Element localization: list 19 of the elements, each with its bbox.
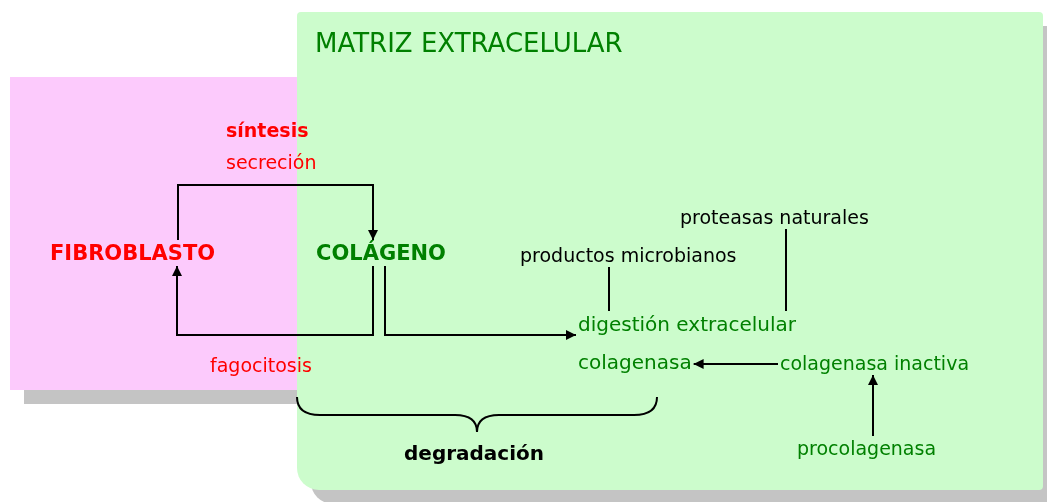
- arrow: [384, 265, 577, 340]
- term-label: colagenasa inactiva: [778, 351, 972, 375]
- key-term: FIBROBLASTO: [48, 240, 218, 266]
- key-term: COLÁGENO: [314, 240, 448, 266]
- term-label: productos microbianos: [518, 243, 739, 267]
- region-title: MATRIZ EXTRACELULAR: [315, 28, 623, 58]
- edge-label: síntesis secreción: [226, 118, 317, 175]
- group-label: degradación: [404, 441, 545, 465]
- term-label: digestión extracelular: [576, 311, 799, 337]
- term-label: procolagenasa: [795, 436, 939, 460]
- arrow: [868, 374, 878, 437]
- arrow: [692, 359, 779, 369]
- term-label: colagenasa: [576, 349, 694, 375]
- term-label: proteasas naturales: [678, 205, 871, 229]
- edge-label: fagocitosis: [210, 353, 312, 378]
- connector-line: [785, 228, 787, 312]
- arrow: [172, 265, 374, 336]
- arrow: [177, 184, 378, 241]
- connector-line: [608, 266, 610, 312]
